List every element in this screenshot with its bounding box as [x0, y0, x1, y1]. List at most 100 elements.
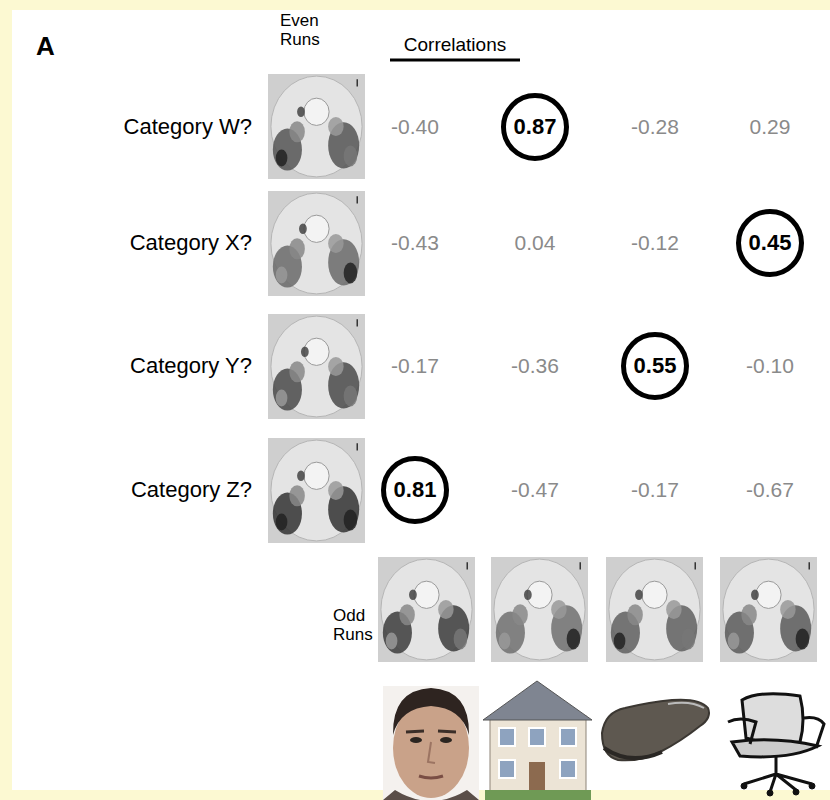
- midbrain: [414, 581, 439, 608]
- chair-wheel: [741, 783, 747, 789]
- activation-patch: [344, 385, 358, 406]
- row-label: Category W?: [124, 115, 252, 139]
- correlation-value: 0.87: [514, 114, 557, 140]
- activation-patch: [386, 633, 398, 650]
- heading-underline: [390, 59, 520, 62]
- brain-outline: [271, 193, 362, 294]
- chair-wheel: [809, 783, 815, 789]
- activation-patch: [301, 347, 309, 358]
- slice-marker: [808, 562, 810, 569]
- slice-ground: [378, 557, 475, 662]
- activation-patch: [751, 590, 759, 601]
- correlation-value: -0.67: [746, 478, 794, 501]
- chair-base: [744, 756, 812, 792]
- activation-patch: [627, 604, 643, 625]
- slice-marker: [356, 443, 358, 450]
- slice-marker: [356, 196, 358, 203]
- brain-slice: [268, 438, 365, 543]
- face-eye: [410, 737, 422, 743]
- activation-patch: [682, 628, 696, 649]
- face-ground: [383, 686, 479, 800]
- highlight-circle: 0.55: [621, 332, 689, 400]
- brain-slice: [268, 314, 365, 419]
- slice-ground: [491, 557, 588, 662]
- correlation-value: 0.81: [394, 477, 437, 503]
- correlation-value: 0.29: [750, 115, 791, 138]
- correlation-value: -0.12: [631, 231, 679, 254]
- row-label: Category X?: [130, 231, 252, 255]
- activation-patch: [344, 145, 358, 166]
- highlight-circle: 0.45: [736, 209, 804, 277]
- axis-label: Odd Runs: [333, 607, 383, 644]
- correlation-value: 0.55: [634, 353, 677, 379]
- chair-arms: [728, 718, 824, 748]
- activation-patch: [289, 238, 305, 259]
- correlation-value: -0.36: [511, 354, 559, 377]
- activation-patch: [289, 361, 305, 382]
- panel-letter: A: [36, 32, 55, 61]
- brain-outline: [494, 559, 585, 660]
- brain-images: [268, 74, 817, 662]
- category-pictures: [383, 681, 824, 800]
- house-window: [560, 728, 576, 746]
- correlation-value: -0.17: [631, 478, 679, 501]
- brain-slice: [268, 74, 365, 179]
- midbrain: [642, 581, 667, 608]
- activation-patch: [276, 390, 288, 407]
- shoe-body: [602, 700, 709, 761]
- face-hair: [393, 688, 469, 735]
- activation-patch: [289, 485, 305, 506]
- activation-patch: [399, 604, 415, 625]
- midbrain: [756, 581, 781, 608]
- house-window: [499, 760, 515, 778]
- chair-picture: [728, 694, 824, 796]
- shoe-opening: [668, 703, 704, 708]
- activation-patch: [276, 267, 288, 284]
- correlation-value: -0.40: [391, 115, 439, 138]
- shoe-sole: [604, 748, 662, 758]
- face-eye: [440, 737, 452, 743]
- brain-outline: [723, 559, 814, 660]
- chair-wheel: [793, 789, 799, 795]
- brain-outline: [271, 76, 362, 177]
- brain-outline: [381, 559, 472, 660]
- figure-panel: [12, 10, 830, 790]
- activation-patch: [780, 600, 796, 619]
- brain-slice: [268, 191, 365, 296]
- midbrain: [304, 98, 329, 125]
- slice-ground: [268, 438, 365, 543]
- activation-patch: [409, 590, 417, 601]
- axis-label: Even Runs: [280, 12, 330, 49]
- activation-patch: [438, 600, 454, 619]
- activation-patch: [297, 471, 305, 482]
- activation-patch: [328, 117, 344, 136]
- activation-patch: [567, 628, 581, 649]
- face-mouth: [419, 776, 443, 778]
- slice-ground: [268, 74, 365, 179]
- activation-patch: [524, 590, 532, 601]
- midbrain: [304, 215, 329, 242]
- slice-marker: [579, 562, 581, 569]
- slice-marker: [356, 319, 358, 326]
- correlation-value: 0.45: [749, 230, 792, 256]
- correlation-value: -0.28: [631, 115, 679, 138]
- brain-outline: [609, 559, 700, 660]
- brain-slice: [720, 557, 817, 662]
- activation-patch: [614, 633, 626, 650]
- activation-patch: [499, 633, 511, 650]
- midbrain: [304, 462, 329, 489]
- face-nose: [428, 742, 435, 763]
- house-wall: [490, 716, 586, 798]
- chair-seat: [732, 740, 818, 757]
- correlation-value: -0.43: [391, 231, 439, 254]
- activation-patch: [344, 262, 358, 283]
- correlation-value: -0.47: [511, 478, 559, 501]
- activation-patch: [328, 357, 344, 376]
- face-picture: [383, 686, 479, 800]
- activation-patch: [297, 107, 305, 118]
- activation-patch: [728, 633, 740, 650]
- activation-patch: [276, 514, 288, 531]
- chair-wheel: [767, 790, 773, 796]
- activation-patch: [666, 600, 682, 619]
